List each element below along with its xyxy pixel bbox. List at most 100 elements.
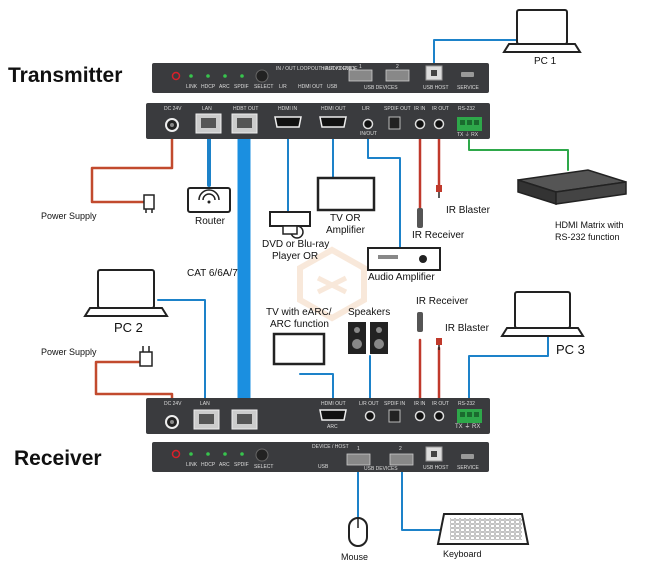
rx-select-button[interactable]: [255, 448, 269, 462]
rx-ir-in-port[interactable]: [414, 410, 426, 422]
usb-device-port-2[interactable]: [385, 69, 410, 82]
select-button[interactable]: [255, 69, 269, 83]
pc3-label: PC 3: [556, 342, 585, 357]
receiver-title: Receiver: [14, 447, 102, 470]
rx-hdmi-cable: [299, 373, 334, 409]
speakers-icon: [348, 322, 388, 354]
tx-hdmi-in-port[interactable]: [274, 116, 302, 128]
tx-in-out-rear-label: IN/OUT: [360, 131, 377, 137]
rx-usb-devices-label: USB DEVICES: [364, 466, 398, 472]
rx-ir-out-port[interactable]: [433, 410, 445, 422]
tv-earc-label-line1: TV with eARC/: [266, 307, 332, 318]
tx-select-label: SELECT: [254, 84, 274, 90]
tx-hdmi-out-port[interactable]: [319, 116, 347, 128]
audio-amplifier-icon: [367, 247, 441, 271]
audio-amplifier-label: Audio Amplifier: [368, 272, 435, 283]
rx-ir-blaster-label: IR Blaster: [445, 323, 489, 334]
tx-hdbt-out-label: HDBT OUT: [233, 106, 259, 112]
tx-hdcp-label: HDCP: [201, 84, 216, 90]
tx-host-device-label: HOST / DEVICE: [321, 66, 358, 72]
tx-rs232-cable: [468, 139, 569, 171]
tx-power-adapter-icon: [143, 194, 155, 213]
rx-dc-label: DC 24V: [164, 401, 182, 407]
rx-usb-device-port-1[interactable]: [346, 453, 371, 466]
rx-lan-cable: [157, 299, 206, 409]
usb-device-port-1[interactable]: [348, 69, 373, 82]
tx-power-supply-label: Power Supply: [41, 211, 97, 221]
tx-rear-panel: [146, 103, 490, 139]
rx-power-supply-label: Power Supply: [41, 347, 97, 357]
rx-power-led-icon: [171, 449, 181, 459]
cat-cable-label: CAT 6/6A/7: [187, 268, 238, 279]
tx-usb-host-label: USB HOST: [423, 85, 449, 91]
rx-arc-label: ARC: [327, 424, 338, 430]
rx-ir-in-label: IR IN: [414, 401, 426, 407]
rx-service-port[interactable]: [461, 454, 474, 459]
hdmi-matrix-label-line1: HDMI Matrix with: [555, 220, 624, 230]
rx-front-panel: [152, 442, 489, 472]
mouse-label: Mouse: [341, 552, 369, 562]
tx-loopout-label: LOOPOUT / AUDIO ONLY: [297, 66, 356, 72]
tx-ir-out-port[interactable]: [433, 118, 445, 130]
service-port[interactable]: [461, 72, 474, 77]
rx-spdif-label: SPDIF: [234, 462, 249, 468]
rx-port1-label: 1: [357, 446, 360, 452]
rx-power-adapter-icon: [139, 346, 153, 367]
tx-port2-label: 2: [396, 64, 399, 70]
rx-usb-device-port-2[interactable]: [389, 453, 414, 466]
tx-front-usb-label: USB: [327, 84, 338, 90]
rx-ir-receiver-label: IR Receiver: [416, 296, 469, 307]
rx-rs232-pins-label: TX ⏚ RX: [455, 424, 481, 430]
router-label: Router: [195, 216, 226, 227]
dvd-player-icon: [269, 211, 311, 239]
tx-usb-host-cable: [433, 39, 521, 67]
power-led-icon: [171, 71, 181, 81]
tx-spdif-out-port[interactable]: [388, 116, 401, 130]
transmitter-title: Transmitter: [8, 64, 123, 87]
rx-ir-blaster-icon: [436, 338, 442, 350]
tx-rs232-pins-label: TX ⏚ RX: [457, 132, 479, 138]
pc1-label: PC 1: [534, 56, 557, 67]
tx-ir-receiver-label: IR Receiver: [412, 230, 465, 241]
rx-arc-front-label: ARC: [219, 462, 230, 468]
pc3-laptop-icon: [500, 291, 585, 337]
rx-spdif-in-port[interactable]: [388, 409, 401, 423]
pc2-label: PC 2: [114, 320, 143, 335]
rx-hdmi-out-port[interactable]: [319, 409, 347, 421]
rx-port2-label: 2: [399, 446, 402, 452]
tx-ir-in-label: IR IN: [414, 106, 426, 112]
tx-spdif-label: SPDIF: [234, 84, 249, 90]
rx-usb-host-label: USB HOST: [423, 465, 449, 471]
rx-usb-label: USB: [318, 464, 329, 470]
tx-power-cable: [90, 125, 174, 204]
tx-dc-label: DC 24V: [164, 106, 182, 112]
tv-amp-label-line2: Amplifier: [326, 225, 365, 236]
tx-front-lr-label: L/R: [279, 84, 287, 90]
tx-in-out-label: IN / OUT: [276, 66, 296, 72]
lr-audio-cable: [367, 135, 401, 249]
tx-ir-in-port[interactable]: [414, 118, 426, 130]
tv-earc-icon: [272, 332, 326, 366]
tx-ir-receiver-icon: [417, 208, 423, 228]
keyboard-icon: [436, 513, 530, 545]
rx-hdmi-out-label: HDMI OUT: [321, 401, 346, 407]
router-icon: [187, 187, 231, 213]
mouse-icon: [348, 517, 368, 547]
hdmi-matrix-icon: [517, 169, 627, 206]
tx-service-label: SERVICE: [457, 85, 479, 91]
tx-port1-label: 1: [359, 64, 362, 70]
tx-lr-label: L/R: [362, 106, 370, 112]
rx-link-label: LINK: [186, 462, 198, 468]
tx-ir-blaster-label: IR Blaster: [446, 205, 490, 216]
rx-lan-label: LAN: [200, 401, 210, 407]
rx-lr-out-port[interactable]: [364, 410, 376, 422]
tx-lr-port[interactable]: [362, 118, 374, 130]
dvd-label-line1: DVD or Blu-ray: [262, 239, 330, 250]
rx-hdcp-label: HDCP: [201, 462, 216, 468]
tx-ir-out-label: IR OUT: [432, 106, 449, 112]
tx-rs232-label: RS-232: [458, 106, 475, 112]
tx-usb-devices-label: USB DEVICES: [364, 85, 398, 91]
hdmi-matrix-label-line2: RS-232 function: [555, 232, 620, 242]
tv-earc-label-line2: ARC function: [270, 319, 329, 330]
